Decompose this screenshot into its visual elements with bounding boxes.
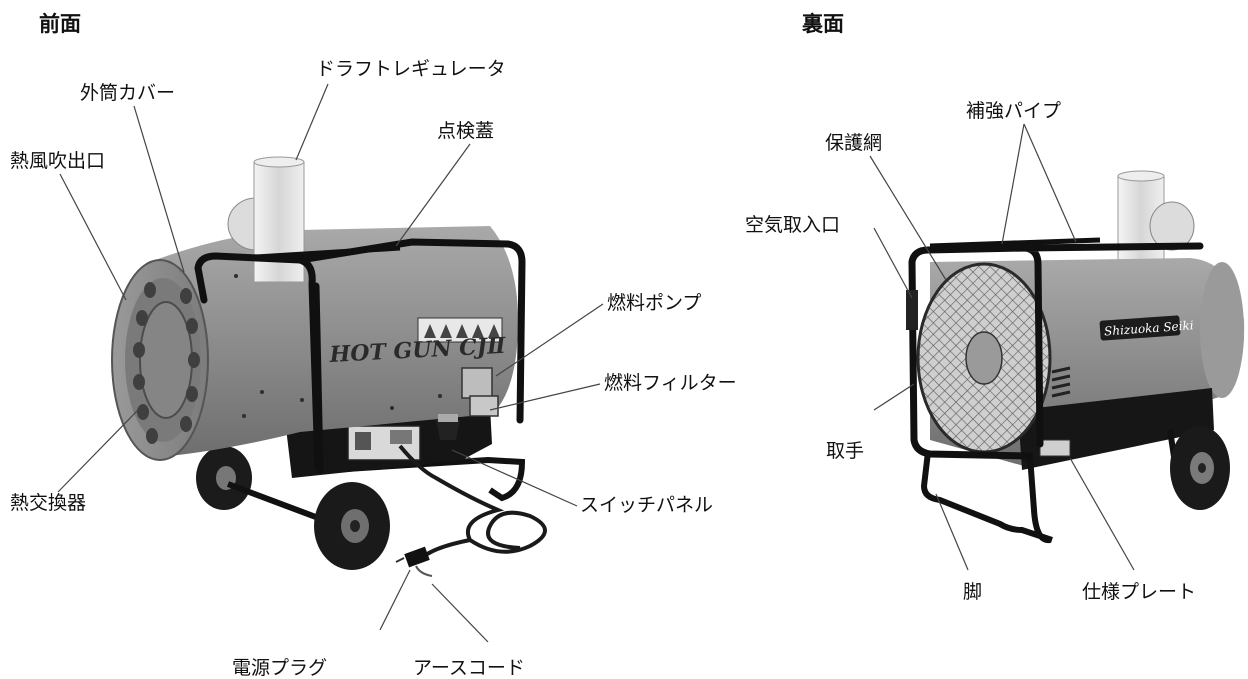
draft-regulator: [253, 161, 305, 283]
leader-lines: [57, 83, 1135, 643]
front-heater-illustration: HOT GUN CJⅡ: [111, 156, 547, 577]
label-outer-cover: 外筒カバー: [80, 82, 176, 104]
label-handle: 取手: [826, 440, 865, 462]
back-heater-illustration: Shizuoka Seiki: [906, 170, 1245, 544]
label-fuel-pump: 燃料ポンプ: [607, 292, 702, 314]
back-logo: Shizuoka Seiki: [1104, 318, 1194, 338]
leader-air-intake: [873, 227, 913, 299]
label-hot-air-outlet: 熱風吹出口: [10, 150, 106, 172]
heat-exchanger-holes: [133, 282, 200, 444]
leader-outer-cover: [133, 105, 185, 273]
label-reinforcement-pipe: 補強パイプ: [966, 100, 1062, 122]
back-heading: 裏面: [802, 12, 844, 36]
leader-fuel-filter: [489, 383, 601, 411]
leader-pipe-1: [1001, 123, 1025, 245]
leader-draft-regulator: [295, 83, 329, 161]
leader-pipe-2: [1023, 123, 1077, 243]
leader-spec-plate: [1069, 457, 1135, 571]
label-spec-plate: 仕様プレート: [1082, 581, 1197, 603]
label-inspection-lid: 点検蓋: [437, 120, 495, 142]
label-fuel-filter: 燃料フィルター: [604, 372, 737, 394]
power-plug: [395, 546, 430, 568]
leader-legs: [935, 493, 969, 571]
leader-fuel-pump: [495, 303, 604, 377]
label-legs: 脚: [963, 581, 983, 603]
label-protective-net: 保護網: [825, 132, 883, 154]
front-frame-tubes: [194, 238, 526, 474]
back-vent-slats: [1051, 366, 1071, 398]
reinforcement-pipe: [929, 237, 1101, 249]
label-heat-exchanger: 熱交換器: [10, 492, 87, 514]
leader-heat-exchanger: [57, 409, 139, 493]
leader-power-plug: [379, 569, 411, 631]
label-air-intake: 空気取入口: [745, 214, 841, 236]
leader-hot-air-outlet: [59, 173, 127, 301]
label-draft-regulator: ドラフトレギュレータ: [316, 58, 506, 80]
air-intake: [906, 290, 918, 330]
label-switch-panel: スイッチパネル: [580, 494, 714, 516]
leader-switch-panel: [451, 449, 578, 507]
leader-handle: [873, 383, 915, 411]
spec-plate: [1039, 439, 1071, 457]
leader-earth-cord: [431, 583, 489, 643]
earth-cord: [415, 565, 433, 577]
label-earth-cord: アースコード: [413, 657, 525, 679]
front-heading: 前面: [39, 12, 81, 36]
leader-protective-net: [869, 155, 947, 281]
label-power-plug: 電源プラグ: [232, 657, 328, 679]
fuel-filter: [436, 414, 460, 440]
warning-labels: [417, 317, 503, 343]
front-outer-cover: [150, 226, 519, 458]
leader-inspection-lid: [395, 143, 471, 247]
fuel-pump: [461, 367, 499, 417]
